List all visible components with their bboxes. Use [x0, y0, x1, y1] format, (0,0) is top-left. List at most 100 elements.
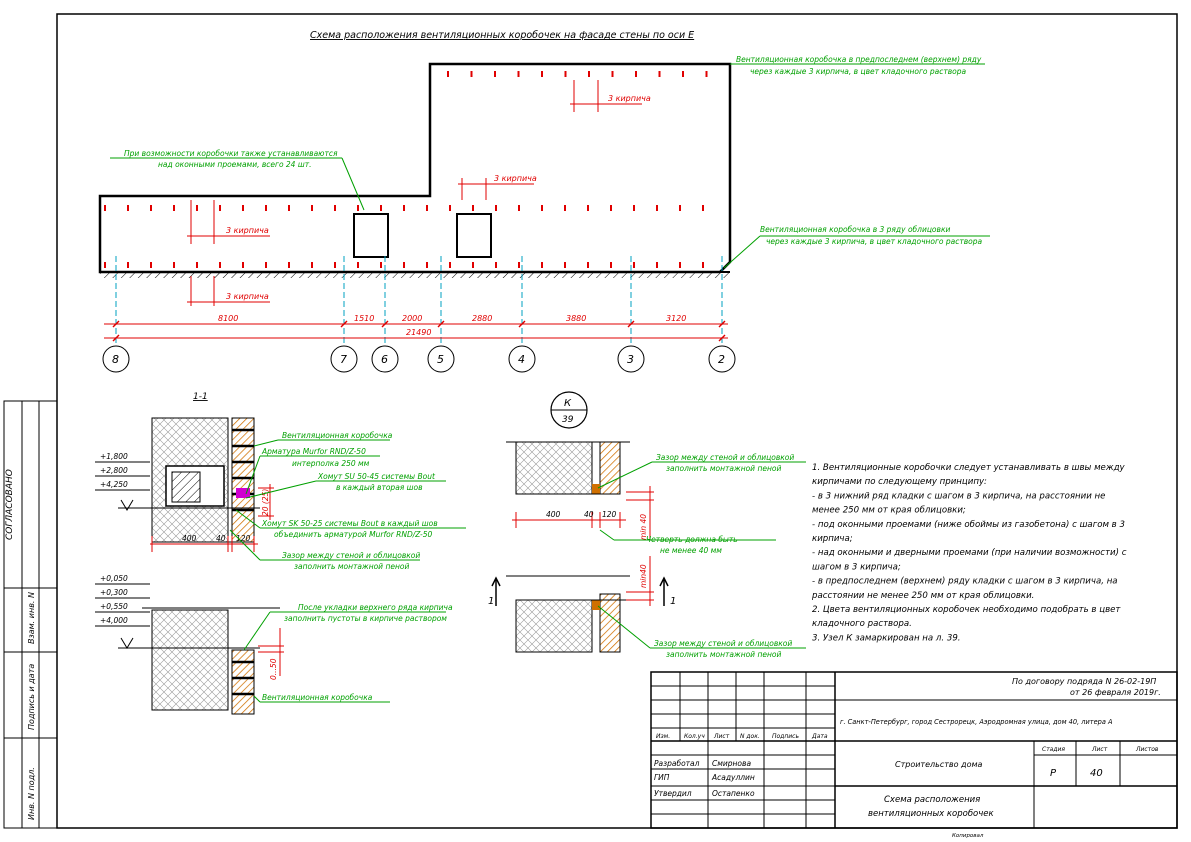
general-note-line: кладочного раствора. — [812, 619, 912, 629]
vent-box-mark — [588, 71, 590, 77]
vent-box-mark — [265, 205, 267, 211]
col-sign: Подпись — [772, 733, 799, 740]
vent-box-mark — [380, 262, 382, 268]
copied-label: Копировал — [952, 833, 984, 839]
sheets-header: Листов — [1135, 746, 1159, 753]
vent-box-mark — [635, 71, 637, 77]
vent-box-mark — [403, 262, 405, 268]
window-opening-2 — [456, 213, 492, 258]
dim-tick — [437, 320, 445, 328]
axis-bubble — [427, 345, 455, 373]
vent-box-mark — [127, 205, 129, 211]
vent-box-mark — [541, 262, 543, 268]
vent-box-mark — [173, 262, 175, 268]
dim-8100: 8100 — [218, 314, 238, 323]
vent-box-mark — [494, 71, 496, 77]
vent-box-mark — [518, 205, 520, 211]
window-opening-1 — [353, 213, 389, 258]
vent-box-mark — [242, 205, 244, 211]
vent-box-mark — [633, 205, 635, 211]
vent-box-mark — [495, 262, 497, 268]
name-developed: Смирнова — [712, 759, 751, 768]
vent-box-mark — [564, 205, 566, 211]
vent-box-mark — [288, 262, 290, 268]
k-note-gap-2: заполнить монтажной пеной — [666, 464, 781, 473]
sheet-value: 40 — [1090, 768, 1103, 779]
vent-box-mark — [426, 205, 428, 211]
level-4000: +4,000 — [100, 616, 128, 625]
name-gip: Асадуллин — [711, 773, 755, 782]
sec-note-rebar-pitch: интерполка 250 мм — [292, 459, 370, 468]
axis-label: 2 — [718, 353, 725, 366]
vent-box-mark — [334, 205, 336, 211]
vent-box-mark — [541, 71, 543, 77]
drawing-name-2: вентиляционных коробочек — [868, 809, 995, 819]
cut-mark-right: 1 — [670, 596, 676, 607]
general-note-line: 2. Цвета вентиляционных коробочек необхо… — [812, 605, 1121, 615]
side-inv-replace: Взам. инв. N — [27, 592, 36, 644]
general-note-line: - в 3 нижний ряд кладки с шагом в 3 кирп… — [812, 491, 1105, 501]
vent-box-mark — [610, 205, 612, 211]
vent-box-mark — [242, 262, 244, 268]
axis-label: 5 — [437, 353, 444, 366]
axis-label: 3 — [627, 353, 634, 366]
col-kol: Кол.уч — [684, 733, 705, 740]
vent-row-top — [447, 71, 708, 77]
dim-tick — [112, 320, 120, 328]
general-note-line: - под оконными проемами (ниже обоймы из … — [812, 520, 1125, 530]
dim-2000: 2000 — [402, 314, 422, 323]
sec-dim-40: 40 — [216, 534, 226, 543]
facade: 3 кирпича 3 кирпича 3 кирпича 3 кирпича … — [98, 55, 990, 373]
dim-3120: 3120 — [666, 314, 686, 323]
col-list: Лист — [713, 733, 730, 740]
node-k-letter: К — [564, 398, 572, 409]
sheet-header: Лист — [1091, 746, 1108, 753]
col-izm: Изм. — [656, 733, 670, 740]
vent-box-mark — [196, 262, 198, 268]
vent-box-mark — [705, 71, 708, 77]
sec-note-clamp-su-2: в каждый вторая шов — [336, 483, 423, 492]
dim-tick — [340, 320, 348, 328]
note-window-2: над оконными проемами, всего 24 шт. — [158, 160, 311, 169]
vent-box-mark — [196, 205, 198, 211]
dim-tick — [112, 334, 120, 342]
dim-1510: 1510 — [354, 314, 374, 323]
axis-label: 7 — [340, 353, 347, 366]
vent-box-mark — [150, 262, 152, 268]
axis-label: 6 — [381, 353, 388, 366]
vent-box-mark — [219, 205, 221, 211]
dim-3880: 3880 — [566, 314, 586, 323]
vent-box-mark — [656, 205, 658, 211]
vent-box-mark — [449, 262, 451, 268]
side-sign-date: Подпись и дата — [27, 664, 36, 730]
vent-box-mark — [517, 71, 520, 77]
vent-box-mark — [702, 205, 704, 211]
object-name: Строительство дома — [895, 760, 983, 769]
step-label-under: 3 кирпича — [226, 292, 269, 301]
title-block — [650, 671, 1178, 829]
note-bottom-right-1: Вентиляционная коробочка в 3 ряду облицо… — [760, 225, 950, 234]
axis-bubble — [102, 345, 130, 373]
axis-bubble — [508, 345, 536, 373]
contract-line-1: По договору подряда N 26-02-19П — [1012, 677, 1156, 686]
k-dim-40: 40 — [584, 510, 594, 519]
vent-box-mark — [472, 262, 474, 268]
general-note-line: кирпича; — [812, 534, 853, 544]
vent-box-mark — [656, 262, 658, 268]
level-0550: +0,550 — [100, 602, 128, 611]
axis-label: 4 — [518, 353, 525, 366]
k-vdim-min40-2: min40 — [639, 564, 648, 588]
col-ndoc: N док. — [740, 733, 760, 740]
vent-box-mark — [633, 262, 635, 268]
sec-vdim-0-50: 0...50 — [269, 658, 278, 680]
vent-box-mark — [173, 205, 175, 211]
vent-box-mark — [219, 262, 221, 268]
section-1-1: 1-1 +1,800 +2,800 +4,250 +0, — [95, 392, 466, 715]
sec-note-gap-2: заполнить монтажной пеной — [294, 562, 409, 571]
k-note-quarter: Четверть должна быть — [646, 535, 738, 544]
dim-tick — [718, 334, 726, 342]
vent-box-mark — [357, 205, 359, 211]
vent-box-mark — [495, 205, 497, 211]
vent-box-mark — [472, 205, 474, 211]
step-label-low: 3 кирпича — [226, 226, 269, 235]
